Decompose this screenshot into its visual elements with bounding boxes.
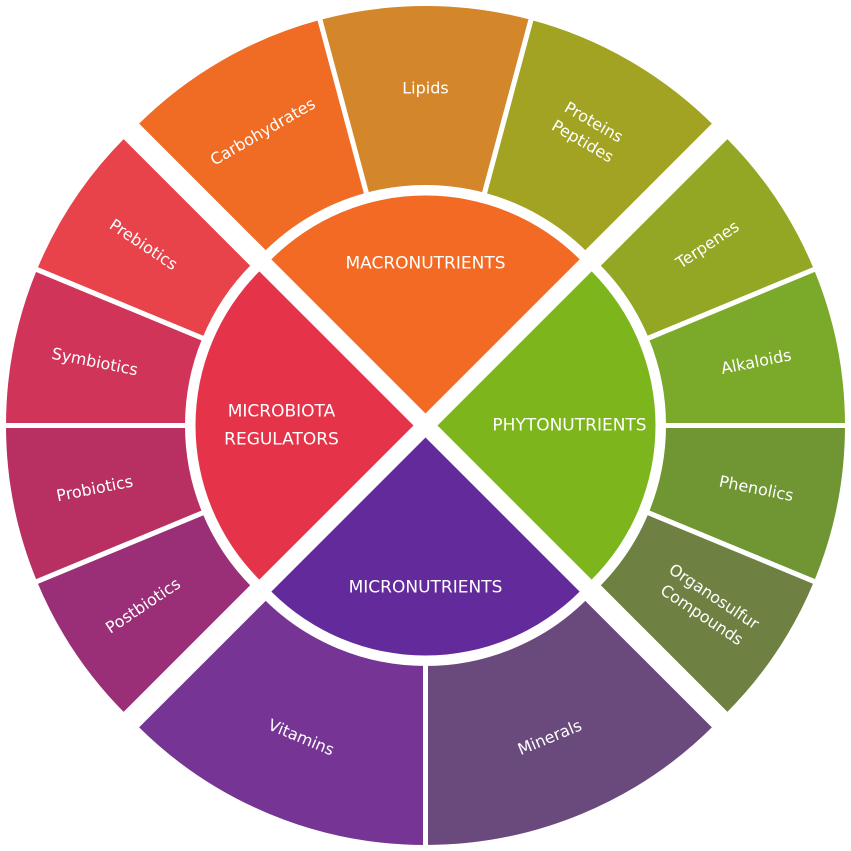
label: MICROBIOTA REGULATORS — [224, 402, 339, 450]
segment-vitamins — [132, 593, 428, 851]
quadrant-phytonutrients: PHYTONUTRIENTSTerpenesAlkaloidsPhenolics… — [437, 132, 851, 719]
segment-proteins-peptides — [480, 14, 719, 258]
label: MACRONUTRIENTS — [345, 254, 505, 274]
category-wedge-macronutrients — [271, 195, 580, 414]
segment-organosulfur-compounds — [593, 508, 820, 719]
label: PHYTONUTRIENTS — [492, 416, 646, 436]
label-line: REGULATORS — [224, 430, 339, 450]
quadrant-macronutrients: MACRONUTRIENTSCarbohydratesLipidsProtein… — [132, 1, 719, 414]
category-wedge-phytonutrients — [437, 271, 656, 580]
label-line: MICROBIOTA — [228, 402, 336, 422]
category-wedge-micronutrients — [271, 437, 580, 656]
label-line: MACRONUTRIENTS — [345, 254, 505, 274]
segment-minerals — [423, 593, 719, 851]
label-line: Lipids — [402, 78, 448, 97]
segment-prebiotics — [31, 132, 258, 343]
label: Lipids — [402, 78, 448, 97]
label: MICRONUTRIENTS — [349, 578, 503, 598]
label-line: PHYTONUTRIENTS — [492, 416, 646, 436]
label-line: MICRONUTRIENTS — [349, 578, 503, 598]
category-wedge-microbiota-regulators — [195, 271, 414, 580]
